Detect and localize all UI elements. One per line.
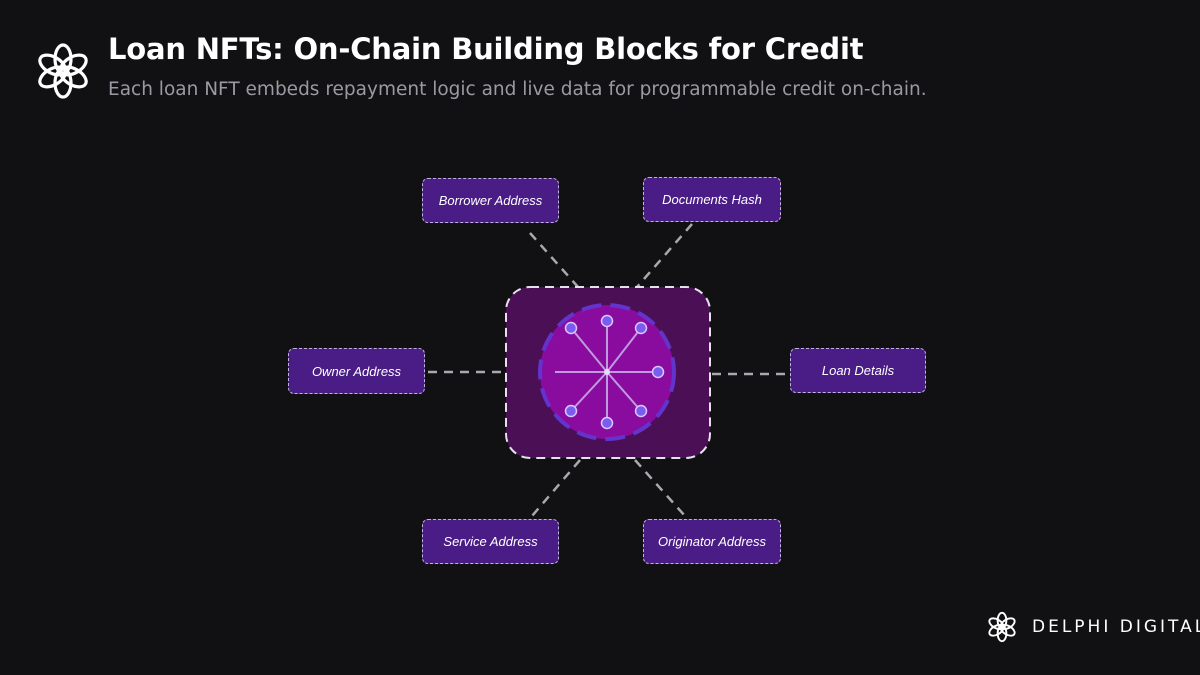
node-owner-address: Owner Address — [288, 348, 425, 394]
connector-originator — [634, 459, 686, 517]
network-node — [600, 314, 614, 328]
node-borrower-address: Borrower Address — [422, 178, 559, 223]
node-originator-address: Originator Address — [643, 519, 781, 564]
node-label: Loan Details — [821, 363, 895, 378]
connector-borrower — [529, 232, 579, 288]
node-documents-hash: Documents Hash — [643, 177, 781, 222]
node-label: Borrower Address — [438, 193, 543, 208]
network-node — [564, 321, 578, 335]
network-node — [600, 416, 614, 430]
page-title: Loan NFTs: On-Chain Building Blocks for … — [108, 32, 864, 66]
network-node — [651, 365, 665, 379]
node-label: Owner Address — [311, 363, 402, 379]
node-label: Documents Hash — [662, 192, 762, 207]
node-service-address: Service Address — [422, 519, 559, 564]
page-subtitle: Each loan NFT embeds repayment logic and… — [108, 79, 927, 100]
node-label: Service Address — [443, 534, 538, 549]
connector-service — [531, 459, 581, 517]
delphi-brand-icon — [988, 611, 1016, 643]
network-center — [604, 369, 610, 375]
node-loan-details: Loan Details — [790, 348, 926, 393]
network-node — [634, 321, 648, 335]
network-node — [634, 404, 648, 418]
connector-documents — [636, 223, 693, 288]
network-node — [564, 404, 578, 418]
brand-name: DELPHI DIGITAL — [1032, 617, 1200, 637]
network-icon — [555, 321, 658, 423]
node-label: Originator Address — [658, 534, 766, 549]
delphi-logo-icon — [38, 43, 88, 99]
